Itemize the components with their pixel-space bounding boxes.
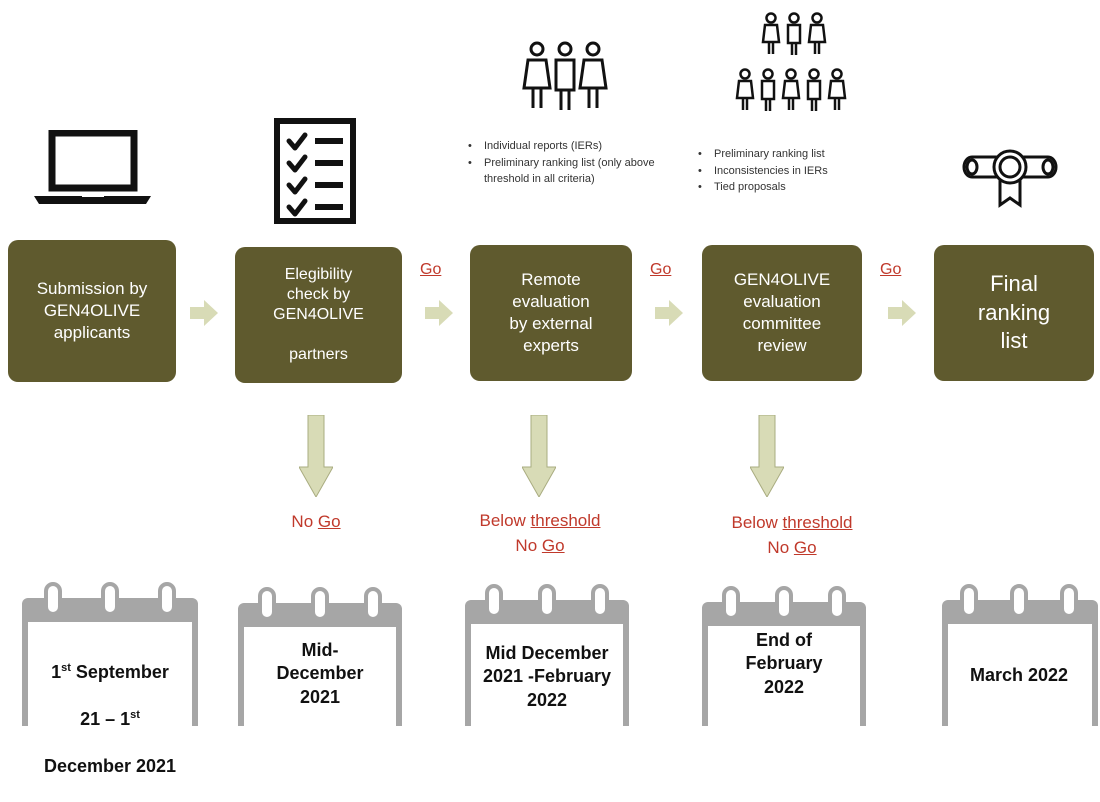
committee-icon [735,12,847,111]
go-label: Go [541,535,565,555]
date-line: 21 – 1st [80,709,140,730]
calendar-committee-dates: End of February 2022 [700,582,868,728]
note-item: Inconsistencies in IERs [694,163,914,180]
step-submission: Submission by GEN4OLIVE applicants [8,240,176,382]
no-label: No [767,537,794,557]
calendar-submission-dates: 1st September 21 – 1st December 2021 [20,578,200,776]
arrow-right-icon [190,300,218,326]
note-item: Preliminary ranking list (only above thr… [464,155,664,188]
note-item: Preliminary ranking list [694,146,914,163]
date-text: Mid December 2021 -February 2022 [482,643,612,710]
date-line: December 2021 [43,755,177,776]
go-label: Go [880,261,902,278]
calendar-eligibility-dates: Mid- December 2021 [236,583,404,728]
arrow-right-icon [655,300,683,326]
note-item: Tied proposals [694,179,914,196]
calendar-final-dates: March 2022 [940,580,1098,728]
threshold-label: threshold [530,511,601,530]
laptop-icon [34,130,151,204]
date-text: End of February 2022 [745,630,823,697]
step-committee-review: GEN4OLIVE evaluation committee review [702,245,862,381]
no-go-committee: Below threshold No Go [697,511,887,560]
no-go-eligibility: No Go [266,510,366,535]
threshold-label: threshold [782,513,853,532]
arrow-right-icon [425,300,453,326]
certificate-icon [962,149,1058,208]
calendar-icon [465,584,629,726]
no-label: No [515,535,542,555]
step-remote-evaluation: Remote evaluation by external experts [470,245,632,381]
go-label: Go [420,261,442,278]
step-eligibility-check: Elegibility check by GEN4OLIVE partners [235,247,402,383]
calendar-icon [238,587,402,726]
experts-icon [522,41,608,110]
no-go-remote: Below threshold No Go [440,509,640,558]
date-text: March 2022 [969,665,1069,685]
arrow-right-icon [888,300,916,326]
no-label: No [291,512,318,531]
arrow-down-icon [299,415,333,497]
note-item: Individual reports (IERs) [464,138,664,155]
go-label: Go [793,537,817,557]
date-line: 1st September [51,662,169,683]
calendar-icon [22,582,198,726]
calendar-icon [942,584,1098,726]
below-label: Below [731,513,783,532]
date-text: Mid- December 2021 [276,640,364,707]
go-label: Go [317,512,341,531]
arrow-down-icon [522,415,556,497]
checklist-icon [274,118,356,224]
go-label: Go [650,261,672,278]
arrow-down-icon [750,415,784,497]
calendar-remote-dates: Mid December 2021 -February 2022 [463,580,631,728]
committee-notes: Preliminary ranking list Inconsistencies… [694,146,914,196]
step-final-ranking: Final ranking list [934,245,1094,381]
calendar-icon [702,586,866,726]
below-label: Below [479,511,531,530]
remote-notes: Individual reports (IERs) Preliminary ra… [464,138,664,188]
